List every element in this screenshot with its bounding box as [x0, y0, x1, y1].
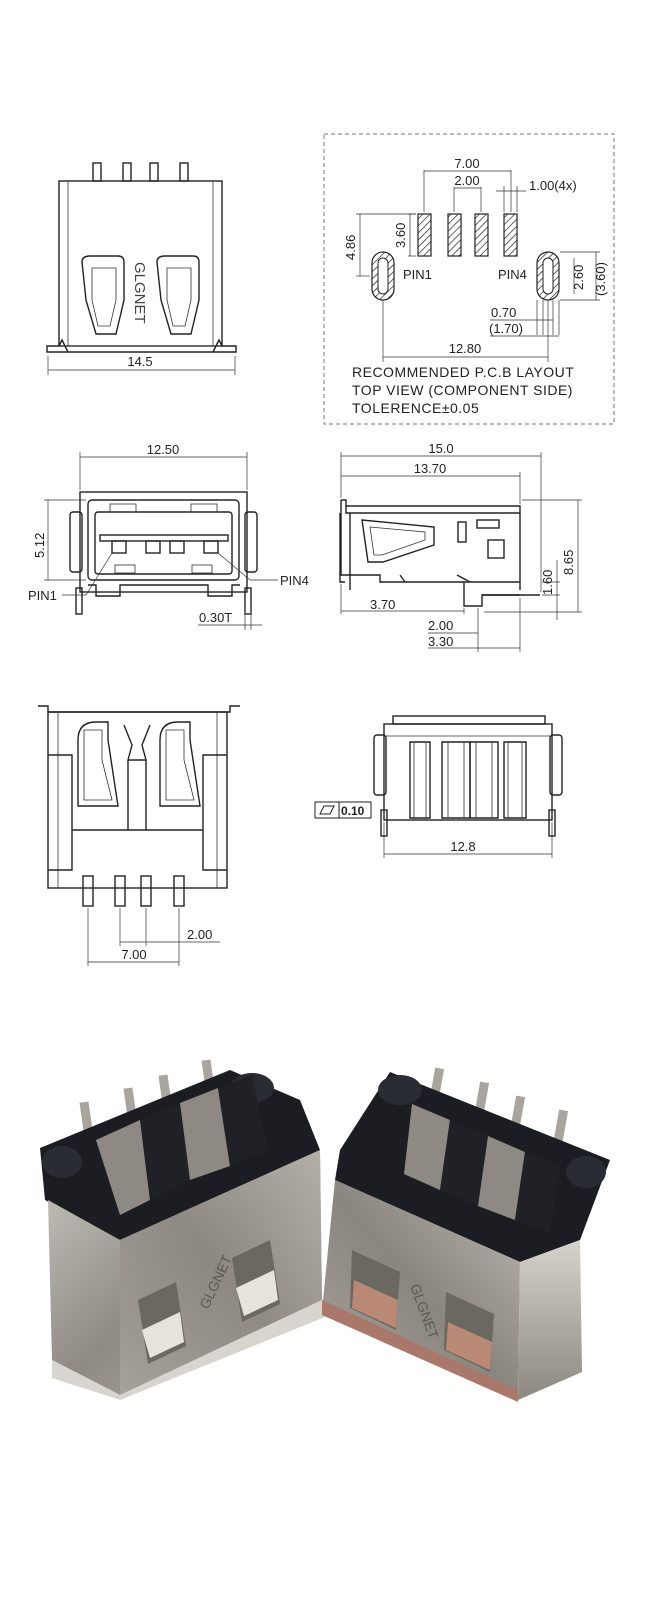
port-width-dim: 12.50 [147, 442, 180, 457]
side-height-dim: 8.65 [561, 550, 576, 575]
left-connector: GLGNET [40, 1059, 330, 1400]
front-brand-mark: GLGNET [131, 262, 148, 324]
side-stand-dim: 1.60 [540, 570, 555, 595]
pcb-dim-slot-width: 0.70 [491, 305, 516, 320]
port-pin4-label: PIN4 [280, 573, 309, 588]
pcb-pad-pin4 [503, 213, 518, 257]
pcb-note-line1: RECOMMENDED P.C.B LAYOUT [352, 364, 574, 380]
product-photo: GLGNET GLGNET [40, 1059, 610, 1402]
side-view: 15.0 13.70 8.65 1.60 3.70 2.00 3.30 [339, 441, 582, 652]
rear-span-dim: 7.00 [121, 947, 146, 962]
bottom-flatness-value: 0.10 [341, 804, 365, 818]
rear-view: 2.00 7.00 [38, 705, 240, 966]
side-body-length-dim: 13.70 [414, 461, 447, 476]
pcb-pad-pin1 [417, 213, 432, 257]
pcb-dim-pin-span: 7.00 [454, 156, 479, 171]
port-height-dim: 5.12 [32, 533, 47, 558]
side-pin-dim-a: 2.00 [428, 618, 453, 633]
right-connector: GLGNET [322, 1067, 610, 1402]
port-thickness-dim: 0.30T [199, 610, 232, 625]
pcb-layout-frame [323, 133, 615, 425]
side-offset-dim: 3.70 [370, 597, 395, 612]
pcb-pin4-label: PIN4 [498, 267, 527, 282]
side-overall-length-dim: 15.0 [428, 441, 453, 456]
port-opening [87, 499, 240, 581]
pcb-dim-pin-length: 3.60 [393, 223, 408, 248]
pcb-layout-view: 7.00 2.00 1.00(4x) 3.60 4.86 PIN1 PIN4 2… [323, 133, 615, 425]
pcb-dim-pin-width: 1.00(4x) [529, 178, 577, 193]
front-view: GLGNET 14.5 [46, 162, 237, 375]
pcb-pad-pin3 [474, 213, 489, 257]
bottom-view: 0.10 12.8 [314, 715, 563, 858]
front-width-dim: 14.5 [127, 354, 152, 369]
port-face-view: 12.50 5.12 PIN1 PIN4 0.30T [28, 442, 309, 630]
pcb-dim-slot-to-pin: 4.86 [343, 235, 358, 260]
rear-shell-outline [47, 711, 228, 889]
pcb-dim-slot-height-ref: (3.60) [593, 262, 608, 296]
pcb-dim-slot-width-ref: (1.70) [489, 321, 523, 336]
pcb-dim-slot-height: 2.60 [571, 265, 586, 290]
pcb-dim-pin-pitch: 2.00 [454, 173, 479, 188]
side-pin-dim-b: 3.30 [428, 634, 453, 649]
bottom-width-dim: 12.8 [450, 839, 475, 854]
pcb-dim-slot-span: 12.80 [449, 341, 482, 356]
pcb-pin1-label: PIN1 [403, 267, 432, 282]
port-pin1-label: PIN1 [28, 588, 57, 603]
pcb-pad-pin2 [447, 213, 462, 257]
pcb-note-line3: TOLERENCE±0.05 [352, 400, 479, 416]
pcb-note-line2: TOP VIEW (COMPONENT SIDE) [352, 382, 573, 398]
rear-pitch-dim: 2.00 [187, 927, 212, 942]
